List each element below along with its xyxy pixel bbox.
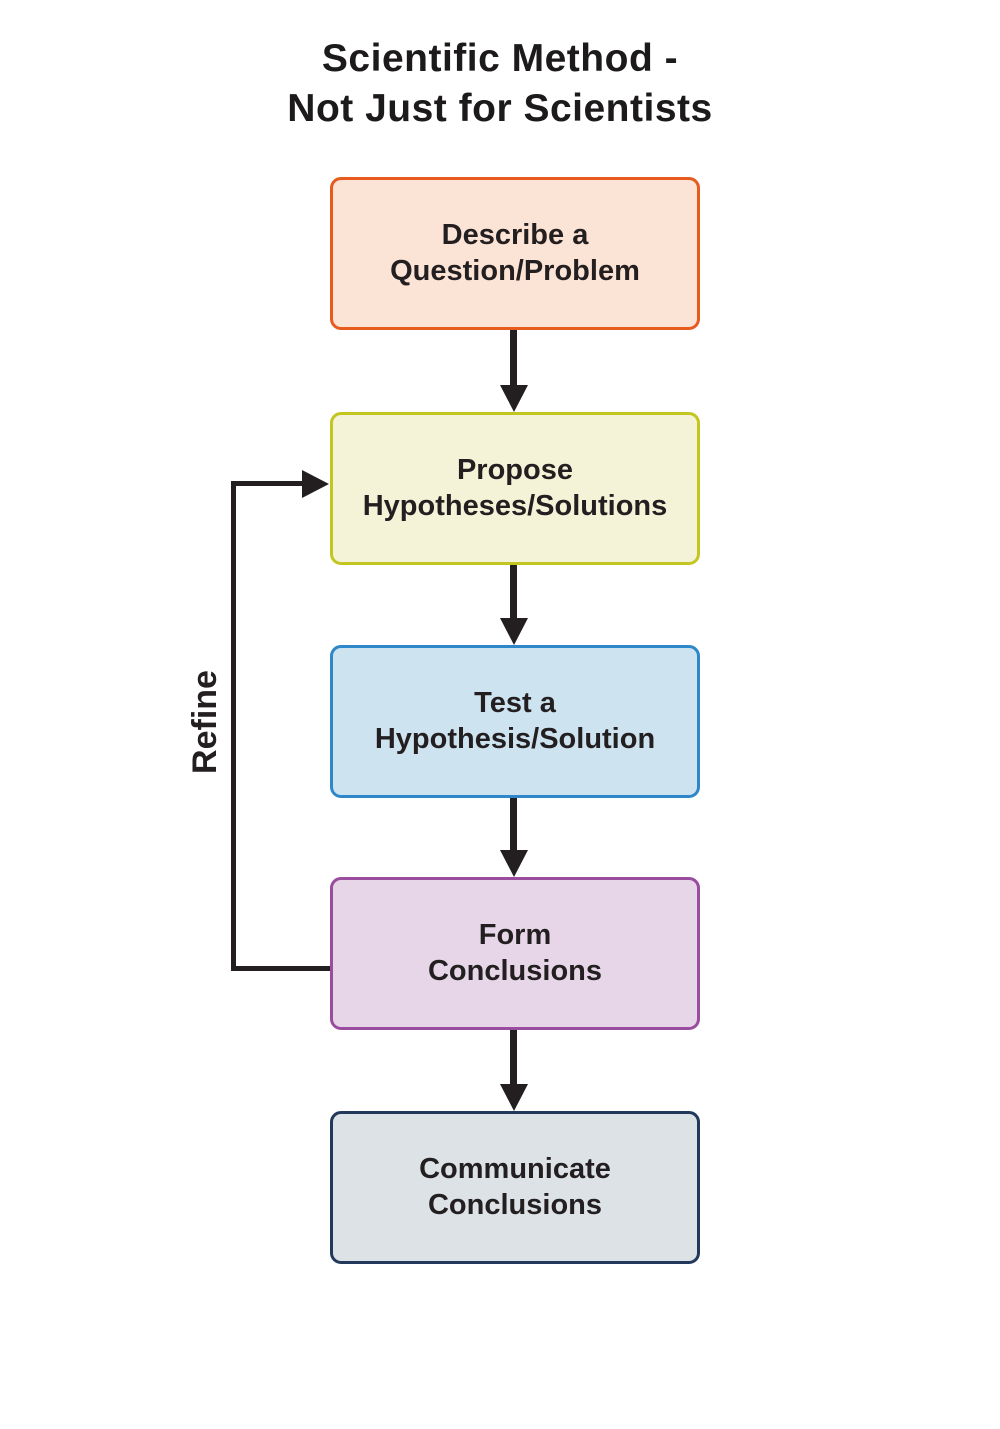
arrow-form-to-communicate-icon xyxy=(500,1030,528,1111)
refine-loop-arrow-head-icon xyxy=(302,470,329,498)
arrow-shaft xyxy=(510,565,517,618)
node-label-line: Conclusions xyxy=(427,1188,602,1221)
node-label-line: Test a xyxy=(474,686,556,719)
refine-loop-vertical-line xyxy=(231,481,236,971)
arrow-shaft xyxy=(510,1030,517,1084)
diagram-title-line2: Not Just for Scientists xyxy=(287,86,713,130)
refine-loop-top-line xyxy=(231,481,304,486)
node-label-line: Conclusions xyxy=(427,954,602,987)
arrow-shaft xyxy=(510,798,517,850)
arrow-test-to-form-icon xyxy=(500,798,528,877)
arrow-head-icon xyxy=(500,618,528,645)
arrow-propose-to-test-icon xyxy=(500,565,528,645)
arrow-head-icon xyxy=(500,385,528,412)
arrow-head-icon xyxy=(500,850,528,877)
node-label-line: Form xyxy=(478,918,552,951)
arrow-head-icon xyxy=(500,1084,528,1111)
node-label-line: Propose xyxy=(456,453,573,486)
diagram-title: Scientific Method - Not Just for Scientis… xyxy=(0,34,1000,134)
node-label-line: Describe a xyxy=(441,218,589,251)
node-label-line: Hypotheses/Solutions xyxy=(362,489,668,522)
node-label-line: Question/Problem xyxy=(390,254,640,287)
refine-loop-bottom-line xyxy=(231,966,330,971)
refine-label: Refine xyxy=(186,670,224,774)
diagram-title-line1: Scientific Method - xyxy=(321,37,679,80)
arrow-shaft xyxy=(510,330,517,385)
node-label-line: Communicate xyxy=(419,1152,611,1185)
node-label-line: Hypothesis/Solution xyxy=(374,722,656,755)
arrow-describe-to-propose-icon xyxy=(500,330,528,412)
